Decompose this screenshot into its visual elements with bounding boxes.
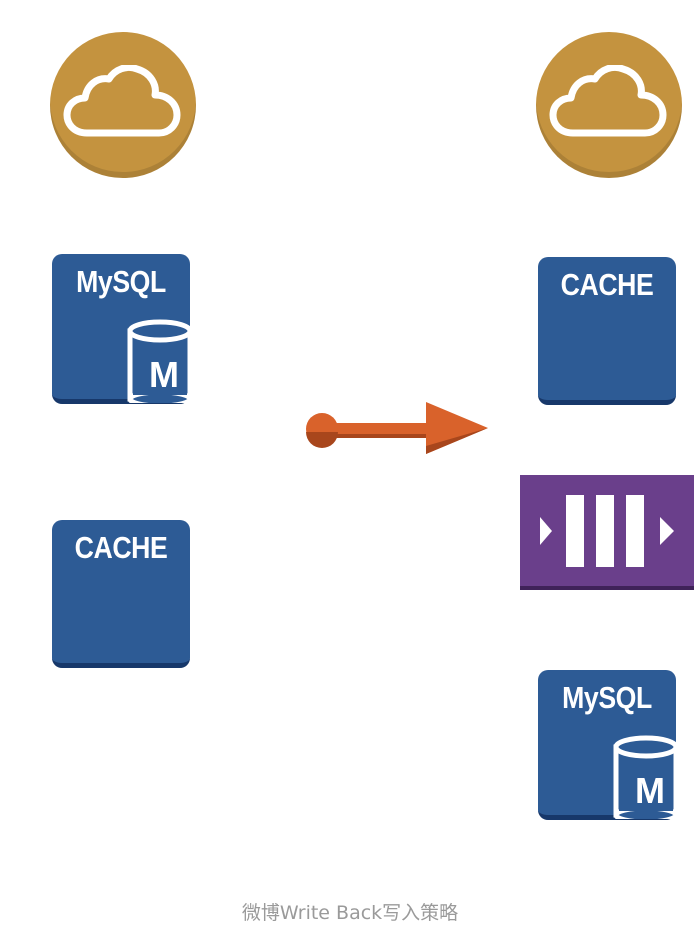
cloud-outline-icon: [63, 65, 181, 137]
right-cache-label: CACHE: [560, 267, 654, 302]
right-mysql-db-letter: M: [635, 770, 665, 811]
right-mysql-label: MySQL: [562, 680, 652, 715]
queue-icon: [540, 495, 674, 567]
cloud-outline-icon: [549, 65, 667, 137]
right-cache-tile: CACHE: [538, 257, 676, 405]
database-icon: M: [127, 319, 193, 403]
left-mysql-db-letter: M: [149, 354, 179, 395]
right-queue-tile: [520, 475, 694, 590]
left-mysql-tile: MySQL M: [52, 254, 193, 404]
figure-caption: 微博Write Back写入策略: [241, 902, 459, 924]
right-cloud-icon: [536, 32, 682, 178]
left-cache-tile: CACHE: [52, 520, 190, 668]
arrow-right-icon: [302, 398, 490, 465]
left-mysql-label: MySQL: [76, 264, 166, 299]
right-mysql-tile: MySQL M: [538, 670, 679, 820]
left-cloud-icon: [50, 32, 196, 178]
database-icon: M: [613, 735, 679, 819]
left-cache-label: CACHE: [74, 530, 168, 565]
